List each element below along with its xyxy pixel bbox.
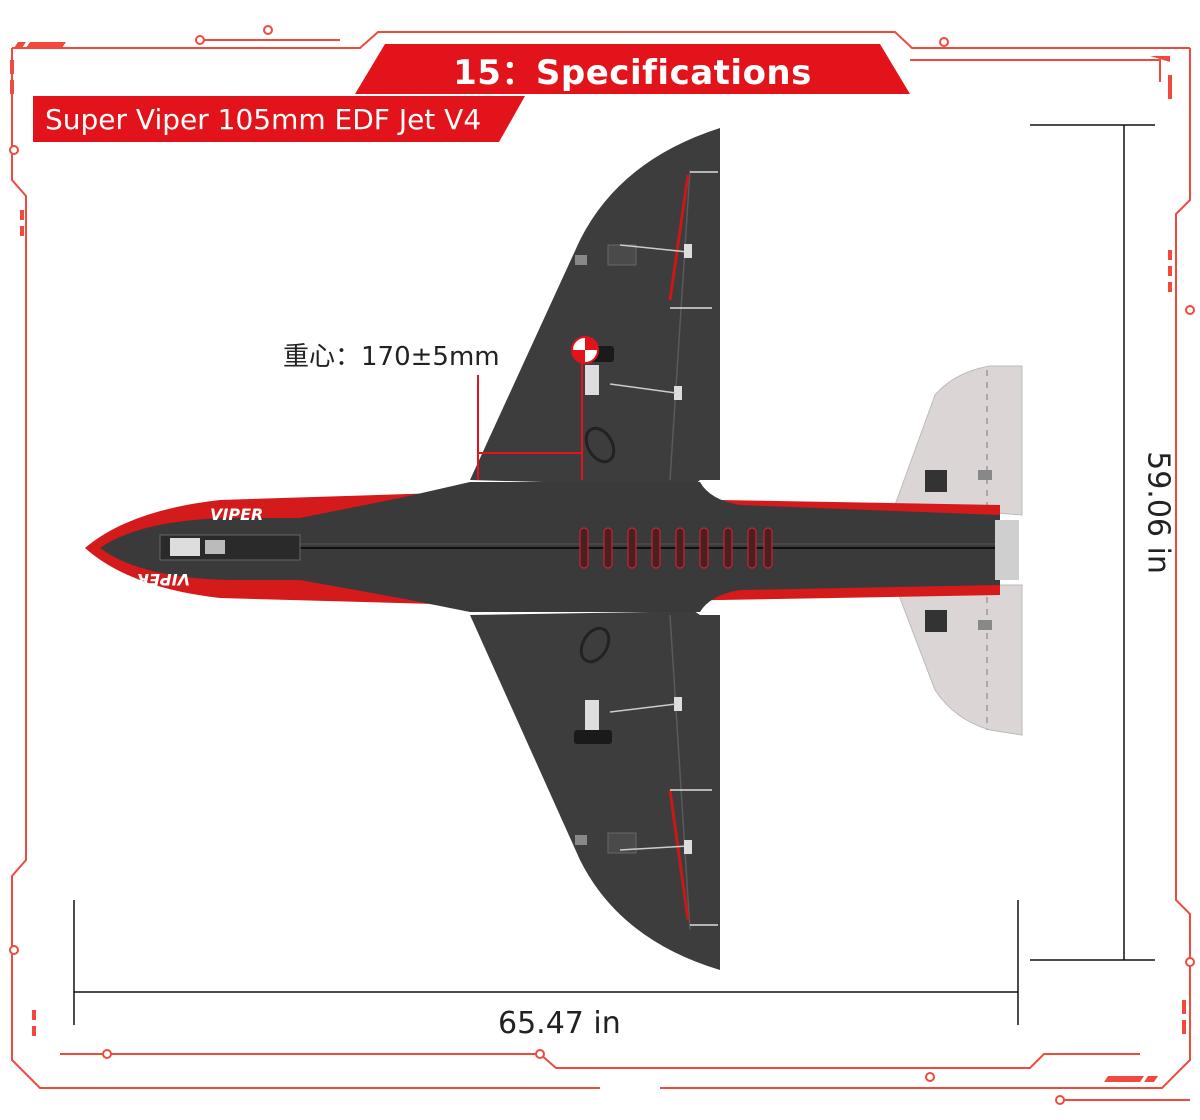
title-banner — [355, 44, 910, 94]
cg-marker — [571, 336, 599, 364]
height-dimension: 59.06 in — [1140, 451, 1176, 574]
logo-bottom: VIPER — [137, 570, 190, 589]
width-dimension: 65.47 in — [498, 1006, 621, 1041]
logo-top: VIPER — [210, 505, 263, 524]
subtitle-banner — [33, 96, 525, 142]
product-name: Super Viper 105mm EDF Jet V4 — [45, 102, 482, 136]
cg-label: 重心：170±5mm — [283, 342, 500, 372]
page-title: 15：Specifications — [453, 52, 812, 93]
